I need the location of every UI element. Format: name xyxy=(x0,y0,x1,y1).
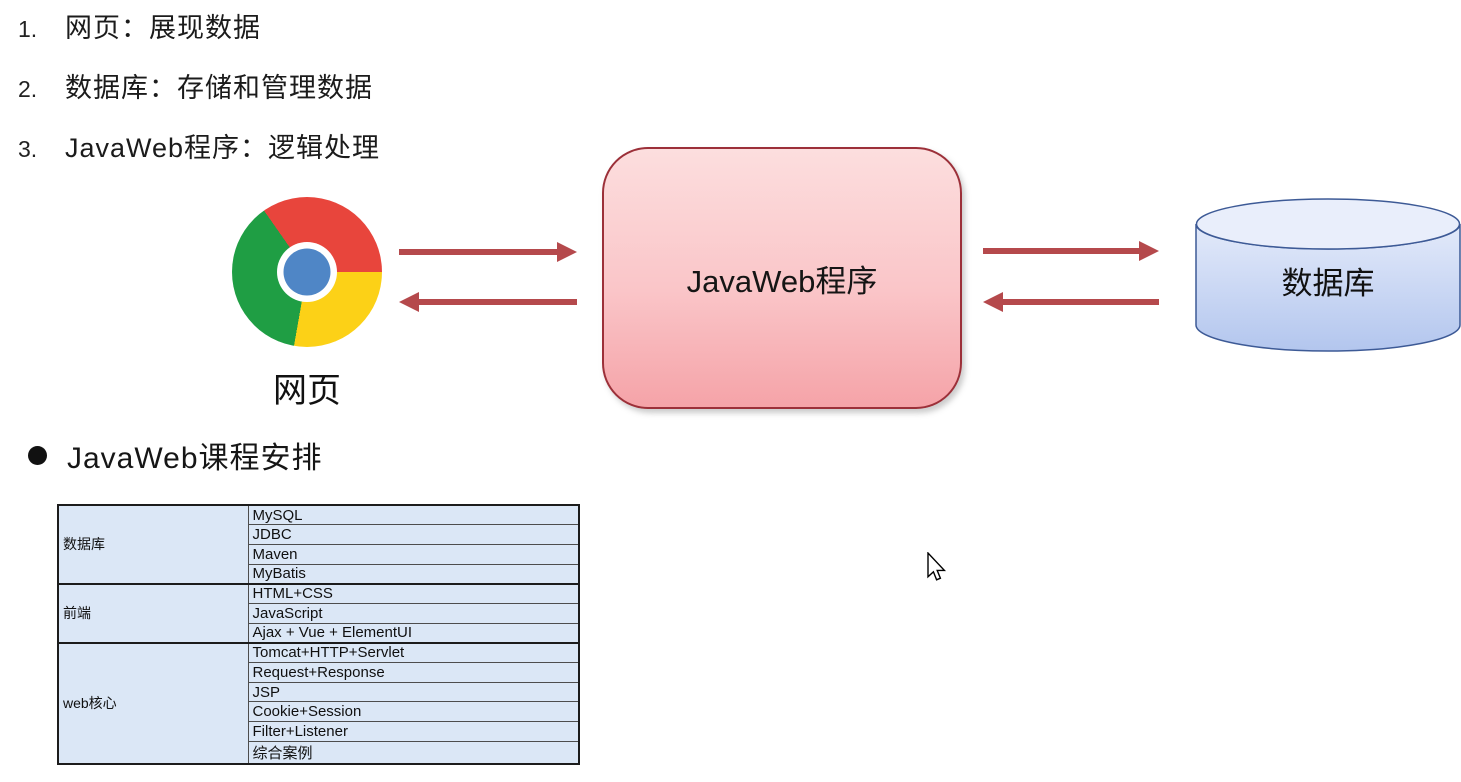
list-item-number: 3. xyxy=(18,136,38,162)
mouse-cursor-icon xyxy=(927,552,947,581)
javaweb-program-box: JavaWeb程序 xyxy=(602,147,962,409)
database-cylinder-icon xyxy=(1195,197,1461,355)
category-cell: 前端 xyxy=(57,582,249,644)
javaweb-program-label: JavaWeb程序 xyxy=(686,263,878,299)
category-cell: 数据库 xyxy=(57,504,249,585)
course-item-cell: Request+Response xyxy=(247,662,580,683)
chrome-browser-icon xyxy=(232,197,382,347)
course-item-cell: JavaScript xyxy=(247,602,580,624)
course-item-cell: Cookie+Session xyxy=(247,701,580,723)
list-item-text: 网页：展现数据 xyxy=(65,13,261,43)
table-row: Request+Response xyxy=(58,662,580,683)
request-arrow-app-to-db xyxy=(983,248,1139,254)
category-cell: web核心 xyxy=(57,641,249,765)
list-item: 2. 数据库：存储和管理数据 xyxy=(18,66,380,126)
list-item-text: JavaWeb程序：逻辑处理 xyxy=(65,133,381,163)
course-item-cell: 综合案例 xyxy=(247,740,580,765)
course-item-cell: HTML+CSS xyxy=(247,582,580,604)
course-item-cell: JSP xyxy=(247,681,580,703)
list-item-text: 数据库：存储和管理数据 xyxy=(65,73,373,103)
table-row: 综合案例 xyxy=(58,740,580,765)
browser-label: 网页 xyxy=(273,372,341,410)
response-arrow-db-to-app xyxy=(1003,299,1159,305)
response-arrow-app-to-browser xyxy=(419,299,577,305)
chrome-icon-blue-center xyxy=(283,248,331,296)
numbered-list: 1. 网页：展现数据 2. 数据库：存储和管理数据 3. JavaWeb程序：逻辑处理 xyxy=(18,6,380,186)
course-item-cell: Ajax + Vue + ElementUI xyxy=(247,622,580,644)
course-item-cell: Maven xyxy=(247,543,580,565)
section-heading: JavaWeb课程安排 xyxy=(28,433,323,477)
list-item-number: 1. xyxy=(18,16,38,42)
table-row: MyBatis xyxy=(58,563,580,585)
course-item-cell: MySQL xyxy=(247,504,580,526)
list-item: 3. JavaWeb程序：逻辑处理 xyxy=(18,126,380,186)
request-arrow-browser-to-app xyxy=(399,249,557,255)
list-item: 1. 网页：展现数据 xyxy=(18,6,380,66)
course-item-cell: Filter+Listener xyxy=(247,721,580,742)
list-item-number: 2. xyxy=(18,76,38,102)
course-item-cell: MyBatis xyxy=(247,563,580,585)
table-row: Cookie+Session xyxy=(58,701,580,723)
bullet-icon xyxy=(28,445,47,465)
section-title: JavaWeb课程安排 xyxy=(67,442,323,475)
course-item-cell: JDBC xyxy=(247,524,580,545)
table-row: Filter+Listener xyxy=(58,721,580,742)
course-item-cell: Tomcat+HTTP+Servlet xyxy=(247,641,580,663)
database-label: 数据库 xyxy=(1281,266,1375,301)
